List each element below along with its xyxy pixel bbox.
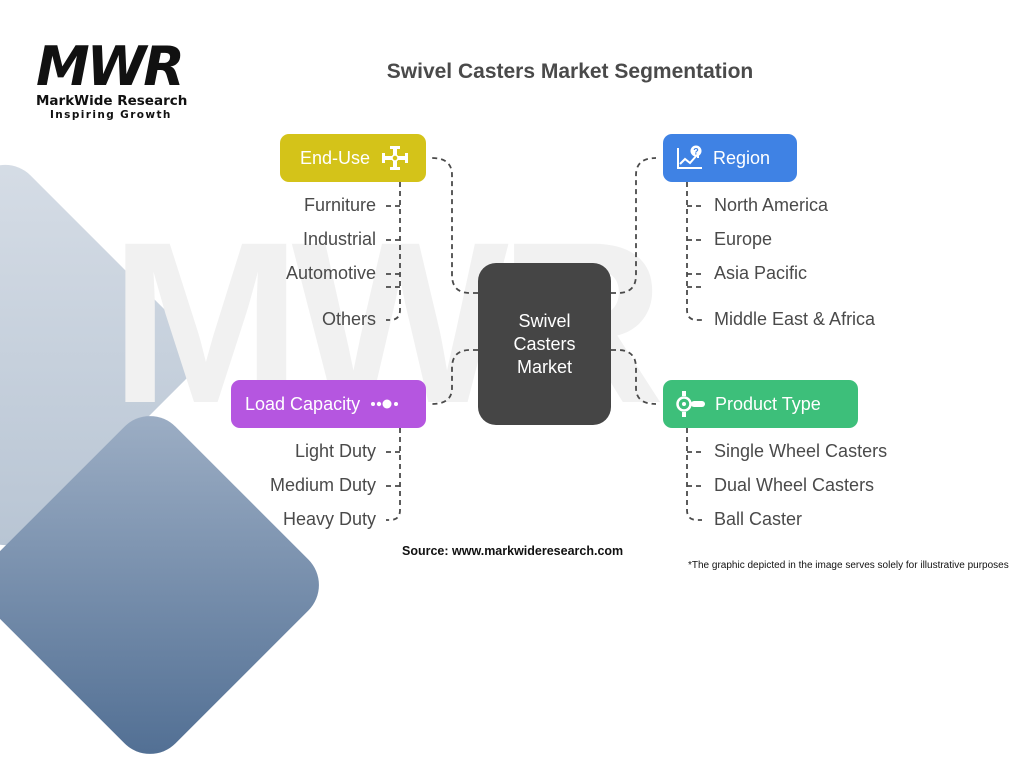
- tree-product: [686, 428, 702, 521]
- list-item: Light Duty: [294, 441, 376, 461]
- list-item: Ball Caster: [714, 509, 803, 529]
- list-item: Heavy Duty: [282, 509, 376, 529]
- connector-region: [611, 157, 657, 294]
- crosshair-arrows-icon: [380, 145, 410, 171]
- center-line-1: Swivel: [518, 310, 571, 331]
- page-title: Swivel Casters Market Segmentation: [386, 60, 754, 83]
- tree-load: [386, 428, 401, 521]
- category-end-use: End-Use: [280, 134, 426, 182]
- list-item: Asia Pacific: [714, 263, 808, 283]
- dots-slider-icon: [370, 397, 400, 411]
- brand-logo: MWR MarkWide Research Inspiring Growth: [36, 35, 188, 122]
- list-item: Medium Duty: [269, 475, 376, 495]
- list-item: North America: [714, 195, 829, 215]
- tree-enduse: [386, 182, 401, 321]
- list-item: Others: [321, 309, 376, 329]
- connector-load: [431, 349, 478, 405]
- list-item: Industrial: [302, 229, 376, 249]
- connector-enduse: [431, 157, 478, 294]
- category-label: End-Use: [300, 147, 371, 168]
- connector-product: [611, 349, 657, 405]
- logo-mark: MWR: [36, 35, 185, 98]
- logo-tagline: Inspiring Growth: [50, 109, 172, 121]
- category-product-type: Product Type: [663, 380, 858, 428]
- center-line-3: Market: [516, 356, 572, 377]
- list-item: Dual Wheel Casters: [714, 475, 875, 495]
- category-region: ? Region: [663, 134, 797, 182]
- center-line-2: Casters: [513, 333, 576, 354]
- list-item: Automotive: [285, 263, 376, 283]
- category-label: Product Type: [715, 393, 821, 414]
- caster-wheel-icon: [675, 390, 707, 418]
- center-node: Swivel Casters Market: [478, 263, 611, 425]
- category-load-capacity: Load Capacity: [231, 380, 426, 428]
- disclaimer-note: *The graphic depicted in the image serve…: [688, 560, 1009, 571]
- list-item: Single Wheel Casters: [714, 441, 888, 461]
- category-label: Region: [713, 147, 771, 168]
- tree-region: [686, 182, 702, 321]
- list-item: Furniture: [303, 195, 376, 215]
- list-item: Europe: [714, 229, 773, 249]
- chart-question-icon: ?: [675, 145, 705, 171]
- list-item: Middle East & Africa: [714, 309, 876, 329]
- source-note: Source: www.markwideresearch.com: [402, 544, 624, 558]
- svg-text:?: ?: [693, 147, 699, 157]
- logo-name: MarkWide Research: [36, 93, 188, 109]
- category-label: Load Capacity: [245, 393, 361, 414]
- connector-lines: [386, 157, 702, 521]
